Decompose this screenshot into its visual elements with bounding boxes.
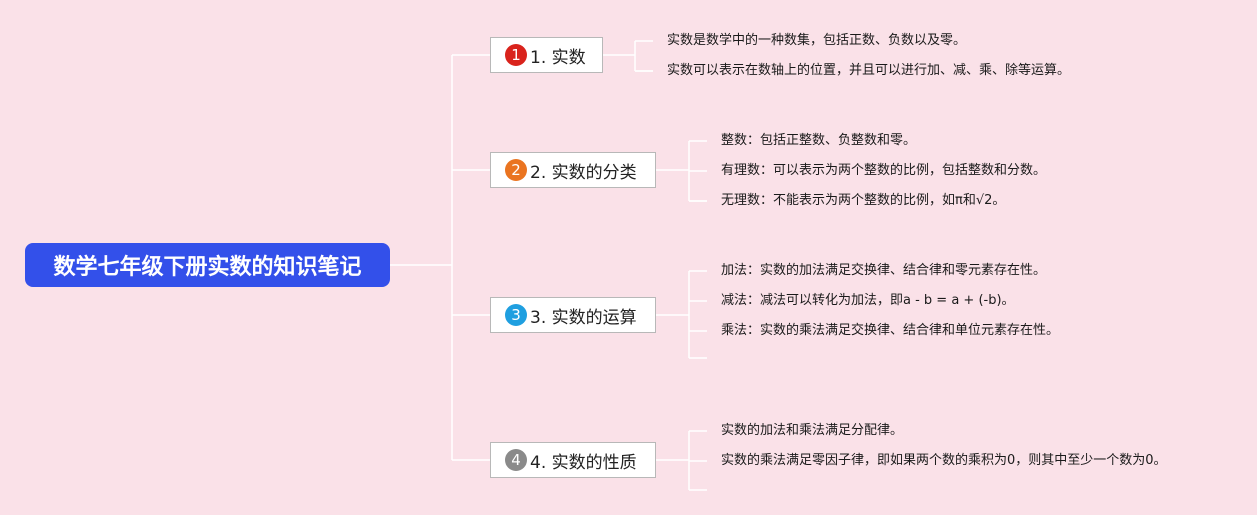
branch-topic-3[interactable]: 3 3. 实数的运算 [490,297,656,333]
leaf-topic[interactable]: 有理数：可以表示为两个整数的比例，包括整数和分数。 [721,163,1047,178]
branch-topic-1[interactable]: 1 1. 实数 [490,37,603,73]
leaf-topic[interactable]: 无理数：不能表示为两个整数的比例，如π和√2。 [721,193,1006,208]
branch-label: 4. 实数的性质 [530,452,637,473]
leaf-topic[interactable]: 加法：实数的加法满足交换律、结合律和零元素存在性。 [721,263,1047,278]
priority-3-icon: 3 [505,304,527,326]
branch-topic-2[interactable]: 2 2. 实数的分类 [490,152,656,188]
root-title: 数学七年级下册实数的知识笔记 [53,255,362,280]
leaf-topic[interactable]: 乘法：实数的乘法满足交换律、结合律和单位元素存在性。 [721,323,1060,338]
branch-label: 2. 实数的分类 [530,162,637,183]
root-topic[interactable]: 数学七年级下册实数的知识笔记 [25,243,390,287]
leaf-topic[interactable]: 整数：包括正整数、负整数和零。 [721,133,917,148]
priority-2-icon: 2 [505,159,527,181]
branch-label: 1. 实数 [530,47,586,68]
leaf-topic[interactable]: 实数的乘法满足零因子律，即如果两个数的乘积为0，则其中至少一个数为0。 [721,453,1167,468]
branch-topic-4[interactable]: 4 4. 实数的性质 [490,442,656,478]
leaf-topic[interactable]: 实数的加法和乘法满足分配律。 [721,423,904,438]
leaf-topic[interactable]: 实数可以表示在数轴上的位置，并且可以进行加、减、乘、除等运算。 [667,63,1071,78]
branch-label: 3. 实数的运算 [530,307,637,328]
priority-4-icon: 4 [505,449,527,471]
leaf-topic[interactable]: 实数是数学中的一种数集，包括正数、负数以及零。 [667,33,967,48]
leaf-topic[interactable]: 减法：减法可以转化为加法，即a - b = a + (-b)。 [721,293,1015,308]
priority-1-icon: 1 [505,44,527,66]
